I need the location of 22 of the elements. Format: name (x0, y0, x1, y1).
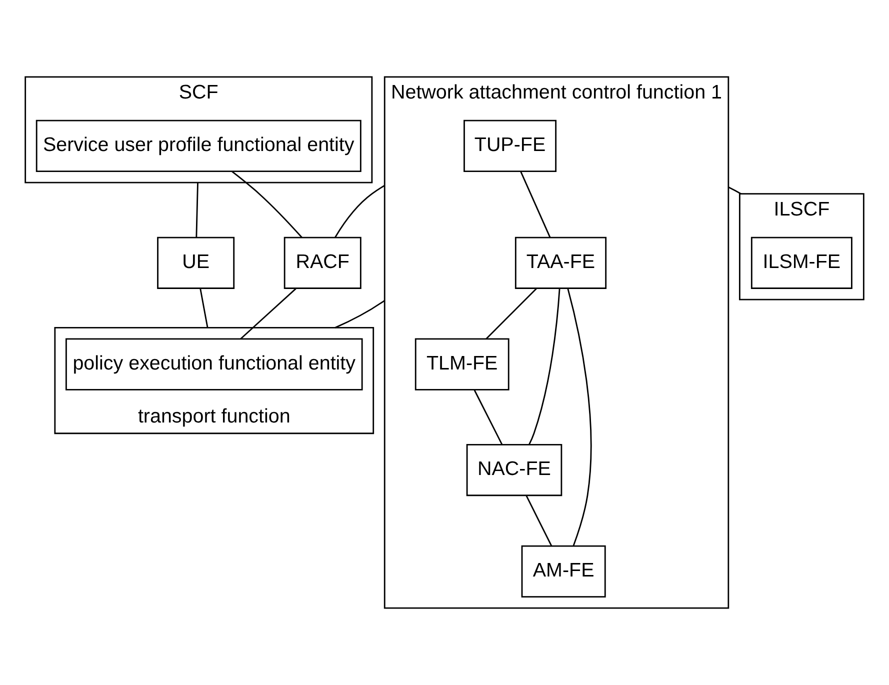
connector (486, 288, 537, 340)
connector (520, 171, 551, 238)
node-box: TLM-FE (414, 338, 510, 390)
node-box: TUP-FE (464, 120, 557, 172)
node-box: RACF (284, 236, 362, 289)
connector (528, 288, 560, 445)
connector (334, 300, 386, 328)
connector (474, 390, 503, 445)
connector (200, 288, 208, 328)
node-box: TAA-FE (514, 236, 607, 289)
connector (526, 495, 552, 546)
connector (232, 170, 302, 238)
node-box: Service user profile functional entity (36, 120, 362, 172)
connector (728, 186, 742, 194)
node-box: AM-FE (521, 545, 606, 598)
node-box: policy execution functional entity (65, 338, 363, 390)
node-box: UE (157, 236, 235, 289)
connector (196, 182, 198, 238)
connector (240, 288, 296, 340)
node-box: NAC-FE (466, 444, 562, 496)
connector (567, 288, 592, 546)
node-box: ILSM-FE (750, 236, 852, 289)
